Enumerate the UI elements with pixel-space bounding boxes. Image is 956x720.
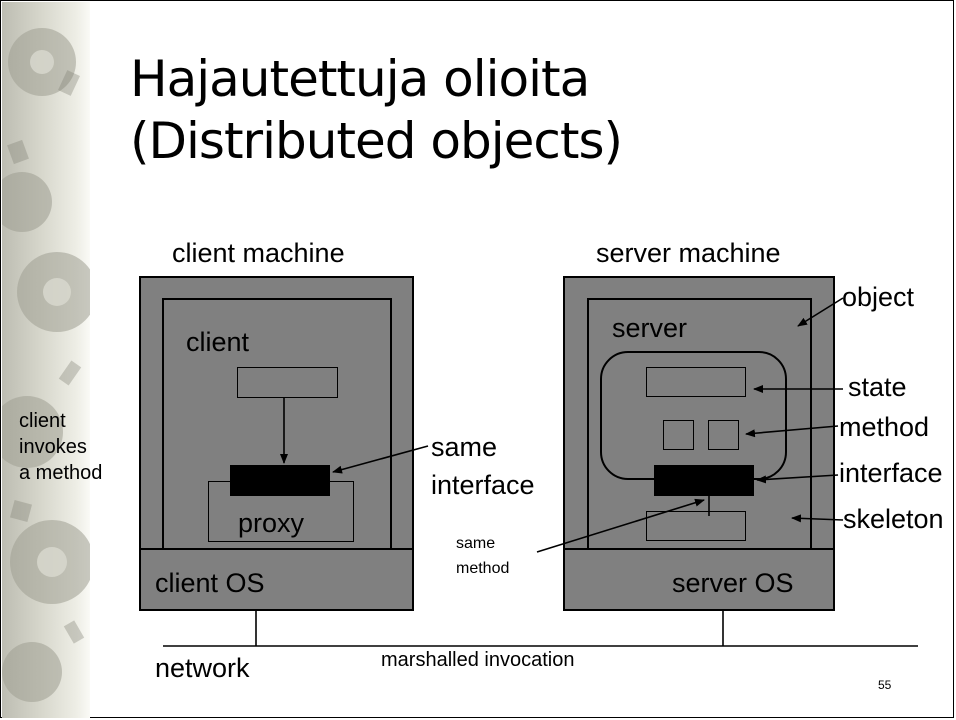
client-invokes-line-1: client — [19, 410, 66, 432]
client-invokes-line-3: a method — [19, 462, 103, 484]
network-label: network — [155, 653, 250, 683]
client-interface-block — [230, 465, 330, 496]
object-arrow — [797, 297, 844, 327]
server-os-label: server OS — [672, 568, 794, 598]
client-os-divider — [141, 548, 412, 550]
same-method-annotation: same method — [456, 531, 509, 581]
title-line-1: Hajautettuja olioita — [130, 50, 590, 108]
client-invokes-annotation: client invokes a method — [19, 408, 102, 486]
same-interface-line-1: same — [431, 432, 498, 462]
interface-label: interface — [839, 458, 943, 488]
marshalled-invocation-label: marshalled invocation — [381, 649, 575, 671]
state-box — [646, 367, 746, 397]
method-box-1 — [663, 420, 694, 450]
interface-arrow — [756, 474, 839, 484]
skeleton-arrow — [791, 514, 844, 523]
client-os-label: client OS — [155, 568, 265, 598]
server-machine-box — [563, 276, 835, 611]
object-label: object — [842, 282, 915, 312]
same-method-arrow — [536, 498, 705, 553]
same-method-line-1: same — [456, 535, 496, 552]
slide-title: Hajautettuja olioita (Distributed object… — [130, 48, 623, 172]
method-label: method — [839, 412, 930, 442]
skeleton-label: skeleton — [843, 504, 944, 534]
same-method-line-2: method — [456, 560, 510, 577]
page-number: 55 — [878, 678, 892, 692]
method-arrow — [745, 425, 839, 438]
gear-decoration — [2, 2, 90, 718]
client-code-box — [237, 367, 338, 398]
server-os-divider — [565, 548, 833, 550]
same-interface-line-2: interface — [431, 470, 535, 500]
client-invokes-line-2: invokes — [19, 436, 87, 458]
client-machine-heading: client machine — [172, 238, 345, 268]
same-interface-arrow — [332, 445, 429, 474]
same-interface-annotation: same interface — [431, 428, 535, 504]
title-line-2: (Distributed objects) — [130, 112, 623, 170]
server-interface-block — [654, 465, 754, 496]
proxy-label: proxy — [238, 508, 305, 538]
method-box-2 — [708, 420, 739, 450]
gear-texture-icon — [2, 28, 90, 702]
state-label: state — [848, 372, 907, 402]
skeleton-box — [646, 511, 746, 541]
server-label: server — [612, 313, 688, 343]
client-label: client — [186, 327, 250, 357]
server-machine-heading: server machine — [596, 238, 781, 268]
client-machine-box — [139, 276, 414, 611]
